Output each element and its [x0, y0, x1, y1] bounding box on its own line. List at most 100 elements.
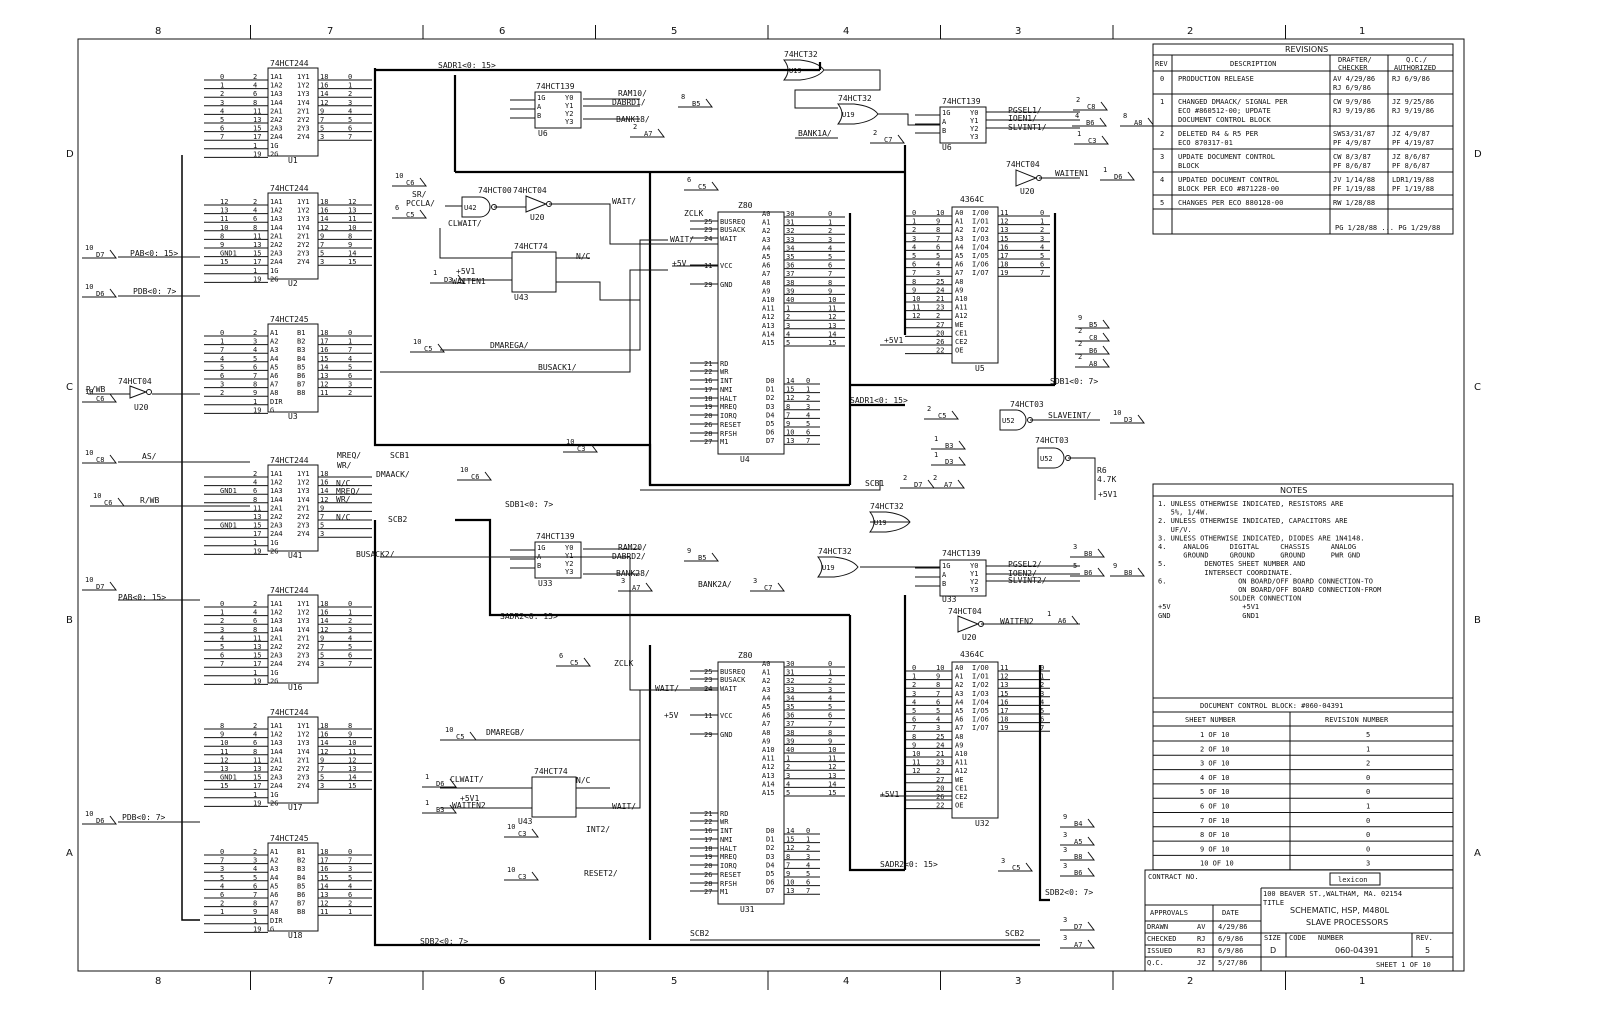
- pin-name: 1G: [942, 562, 950, 570]
- pin-name: B8: [297, 908, 305, 916]
- pin-number: 22: [704, 368, 712, 376]
- net-5v-a: +5V: [672, 259, 687, 268]
- pin-name: D7: [766, 437, 774, 445]
- ref-sheet: 10: [93, 492, 101, 500]
- bit-number: 0: [220, 848, 224, 856]
- pin-name: D2: [766, 844, 774, 852]
- pin-name: D6: [766, 429, 774, 437]
- pin-number: 16: [320, 82, 328, 90]
- pin-number: 3: [786, 322, 790, 330]
- bus-lines: [181, 62, 1057, 947]
- nand-u52b: 74HCT03 U52: [1035, 436, 1071, 469]
- pin-name: 1Y4: [297, 626, 310, 634]
- pin-name: A1: [762, 219, 770, 227]
- pin-name: 2Y2: [297, 241, 310, 249]
- pin-number: 20: [704, 412, 712, 420]
- bit-number: 9: [828, 737, 832, 745]
- pin-name: 1G: [270, 791, 278, 799]
- ref-sheet: 2: [873, 129, 877, 137]
- zone-column-bottom: 6: [499, 976, 505, 987]
- pin-number: 5: [253, 874, 257, 882]
- net-pgsel2: PGSEL2/: [1008, 560, 1042, 569]
- pin-name: B7: [297, 381, 305, 389]
- pin-name: 1Y1: [297, 600, 310, 608]
- pin-name: A7: [955, 724, 963, 732]
- pin-number: 37: [786, 720, 794, 728]
- rev-number: 4: [1160, 176, 1164, 184]
- ref-coord: C5: [938, 412, 946, 420]
- pin-name: 2A1: [270, 634, 283, 642]
- pin-number: 13: [253, 513, 261, 521]
- pin-number: 3: [320, 133, 324, 141]
- doc-revision-number: 0: [1366, 788, 1370, 796]
- bit-number: 3: [912, 690, 916, 698]
- chip-part: 74HCT139: [536, 82, 575, 91]
- bit-number: 8: [828, 729, 832, 737]
- rev-qc: PF 8/6/87: [1392, 162, 1430, 170]
- pin-number: 16: [1000, 698, 1008, 706]
- pin-number: 3: [936, 724, 940, 732]
- net-5v1-a: +5V1: [456, 267, 475, 276]
- net-wr-a: WR/: [337, 461, 352, 470]
- pin-name: 2Y3: [297, 652, 310, 660]
- bit-number: 0: [348, 848, 352, 856]
- net-busack2: BUSACK2/: [356, 550, 395, 559]
- pin-name: A11: [955, 759, 968, 767]
- pin-name: RFSH: [720, 880, 737, 888]
- note-line: UF/V.: [1158, 526, 1192, 534]
- zone-column-top: 4: [843, 26, 849, 37]
- net-rwb-b: R/WB: [140, 496, 159, 505]
- pin-name: I/O6: [972, 261, 989, 269]
- pin-name: 2Y3: [297, 522, 310, 530]
- rev-header-drafter: DRAFTER/: [1338, 56, 1372, 64]
- zone-column-top: 5: [671, 26, 677, 37]
- pin-name: 2A3: [270, 125, 283, 133]
- transceiver-u3: 74HCT245 U3: [267, 315, 319, 421]
- sheet-ref-flag: 9B5: [1075, 314, 1110, 329]
- rev-number: 1: [1160, 98, 1164, 106]
- bit-number: 6: [220, 372, 224, 380]
- zone-column-bottom: 2: [1187, 976, 1193, 987]
- sheet-ref-flag: 3A7: [618, 577, 653, 592]
- sheet-ref-flag: 2C8: [1075, 327, 1110, 342]
- note-line: GND GND1: [1158, 612, 1259, 620]
- pin-name: 1Y1: [297, 722, 310, 730]
- bit-number: 5: [828, 703, 832, 711]
- bit-number: 14: [828, 780, 836, 788]
- doc-sheet-number: 10 OF 10: [1200, 860, 1234, 868]
- pin-number: 6: [253, 739, 257, 747]
- bit-number: 6: [220, 891, 224, 899]
- ref-sheet: 3: [1073, 543, 1077, 551]
- pin-number: 3: [253, 338, 257, 346]
- pin-number: 13: [1000, 681, 1008, 689]
- pin-number: 23: [936, 759, 944, 767]
- pin-number: 18: [320, 722, 328, 730]
- pin-number: 17: [704, 386, 712, 394]
- bit-number: 5: [348, 363, 352, 371]
- chip-ref: U42: [464, 204, 477, 212]
- pin-number: 27: [936, 776, 944, 784]
- doc-sheet-number: 9 OF 10: [1200, 845, 1230, 853]
- pin-number: 1: [253, 917, 257, 925]
- sheet-ref-flag: 2D7: [900, 474, 935, 489]
- pin-name: B5: [297, 363, 305, 371]
- pin-number: 5: [936, 252, 940, 260]
- sheet-ref-flag: 6C5: [556, 652, 591, 667]
- pin-name: A10: [955, 750, 968, 758]
- net-sadr1: SADR1<0: 15>: [438, 61, 496, 70]
- pin-name: A6: [955, 716, 963, 724]
- pin-name: I/O5: [972, 707, 989, 715]
- pin-number: 6: [936, 698, 940, 706]
- bit-number: 2: [220, 90, 224, 98]
- pin-number: 19: [704, 853, 712, 861]
- ref-sheet: 1: [934, 451, 938, 459]
- pin-name: 2G: [270, 799, 278, 807]
- pin-name: A4: [270, 874, 278, 882]
- pin-name: 2Y1: [297, 232, 310, 240]
- sheet-ref-flag: 3A5: [1060, 831, 1095, 846]
- net-pab: PAB<0: 15>: [130, 249, 178, 258]
- bit-number: 4: [220, 634, 224, 642]
- pin-name: 2A4: [270, 133, 283, 141]
- zone-row-right: C: [1474, 382, 1481, 393]
